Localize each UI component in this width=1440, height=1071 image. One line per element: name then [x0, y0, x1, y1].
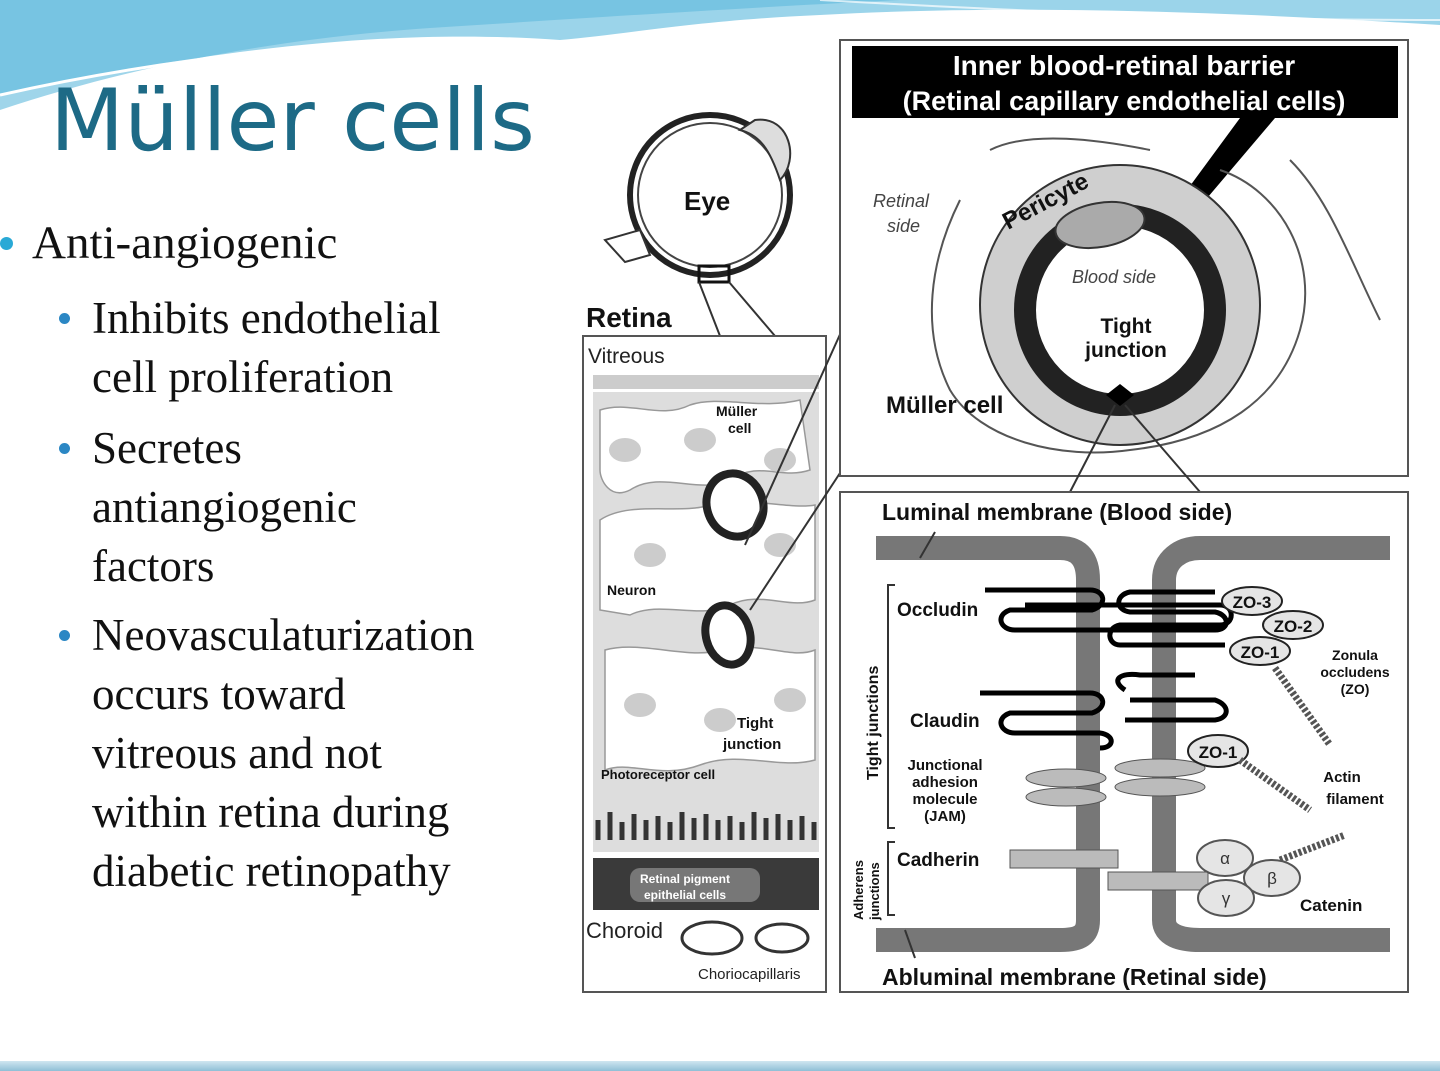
bullet-line: Inhibits endothelial	[92, 293, 441, 343]
retina-panel: Vitreous Müller cell Neuron Tight juncti…	[582, 329, 843, 993]
retinal-side-1: Retinal	[873, 191, 930, 211]
choroid-label: Choroid	[586, 918, 663, 943]
bullet-dot	[59, 443, 70, 454]
abluminal-membrane-label: Abluminal membrane (Retinal side)	[882, 964, 1267, 990]
sub-bullet-neovascularization: Neovasculaturization occurs toward vitre…	[92, 606, 474, 901]
tight-junction-1: Tight	[1101, 315, 1152, 338]
sub-bullet-inhibits: Inhibits endothelial cell proliferation	[92, 289, 441, 407]
bullet-line: occurs toward	[92, 669, 346, 719]
sub-bullet-secretes: Secretes antiangiogenic factors	[92, 419, 357, 596]
muller-cell-small-2: cell	[728, 420, 751, 436]
retinal-side-2: side	[887, 216, 920, 236]
zo1-label: ZO-1	[1241, 643, 1280, 662]
choriocapillaris-label: Choriocapillaris	[698, 966, 801, 983]
zo1b-label: ZO-1	[1199, 743, 1238, 762]
bullet-line: Secretes	[92, 423, 242, 473]
actin-label-2: filament	[1326, 791, 1384, 808]
jam-label-1: Junctional	[907, 757, 982, 774]
slide-title: Müller cells	[50, 71, 535, 171]
claudin-label: Claudin	[910, 711, 980, 732]
tight-junction-small-2: junction	[722, 736, 781, 753]
catenin-label: Catenin	[1300, 896, 1362, 915]
vitreous-label: Vitreous	[588, 345, 665, 368]
zonula-label-2: occludens	[1320, 664, 1389, 680]
eye-label: Eye	[684, 186, 730, 216]
bullet-line: Neovasculaturization	[92, 610, 475, 660]
jam-label-3: molecule	[912, 791, 977, 808]
neuron-label: Neuron	[607, 582, 656, 598]
photoreceptor-label: Photoreceptor cell	[601, 767, 715, 782]
bullet-line: antiangiogenic	[92, 482, 357, 532]
jam-label-2: adhesion	[912, 774, 978, 791]
tight-junctions-group-label: Tight junctions	[865, 666, 882, 780]
luminal-membrane-label: Luminal membrane (Blood side)	[882, 499, 1232, 525]
barrier-title-2: (Retinal capillary endothelial cells)	[903, 86, 1346, 116]
bullet-line: diabetic retinopathy	[92, 846, 451, 896]
blood-side-label: Blood side	[1072, 267, 1156, 287]
bullet-anti-angiogenic: Anti-angiogenic	[32, 217, 338, 269]
beta-label: β	[1267, 869, 1277, 888]
retina-label: Retina	[586, 302, 672, 333]
footer-bar	[0, 1061, 1440, 1071]
tight-junction-2: junction	[1084, 339, 1167, 362]
rpe-label-1: Retinal pigment	[640, 872, 730, 886]
adherens-group-label-1: Adherens	[851, 860, 866, 920]
cadherin-label: Cadherin	[897, 850, 979, 871]
bullet-line: factors	[92, 541, 215, 591]
barrier-title-1: Inner blood-retinal barrier	[953, 50, 1295, 81]
bullet-line: vitreous and not	[92, 728, 382, 778]
bullet-line: cell proliferation	[92, 352, 394, 402]
zo2-label: ZO-2	[1274, 617, 1313, 636]
muller-cell-small-1: Müller	[716, 403, 758, 419]
junction-panel: Luminal membrane (Blood side) Abluminal …	[839, 491, 1409, 993]
gamma-label: γ	[1222, 889, 1231, 908]
zonula-label-1: Zonula	[1332, 647, 1378, 663]
rpe-label-2: epithelial cells	[644, 888, 726, 902]
occludin-label: Occludin	[897, 600, 978, 621]
bullet-line: within retina during	[92, 787, 450, 837]
zo3-label: ZO-3	[1233, 593, 1272, 612]
tight-junction-small-1: Tight	[737, 715, 773, 732]
adherens-group-label-2: junctions	[867, 862, 882, 921]
eye-diagram: Eye	[603, 112, 793, 337]
header-swoosh	[0, 0, 1440, 110]
muller-cell-label: Müller cell	[886, 392, 1003, 419]
zonula-label-3: (ZO)	[1341, 681, 1370, 697]
barrier-panel: Inner blood-retinal barrier (Retinal cap…	[839, 39, 1409, 493]
bullet-dot	[59, 313, 70, 324]
bullet-dot	[0, 237, 13, 250]
jam-label-4: (JAM)	[924, 808, 966, 825]
alpha-label: α	[1220, 849, 1230, 868]
actin-label-1: Actin	[1323, 769, 1361, 786]
bullet-dot	[59, 630, 70, 641]
